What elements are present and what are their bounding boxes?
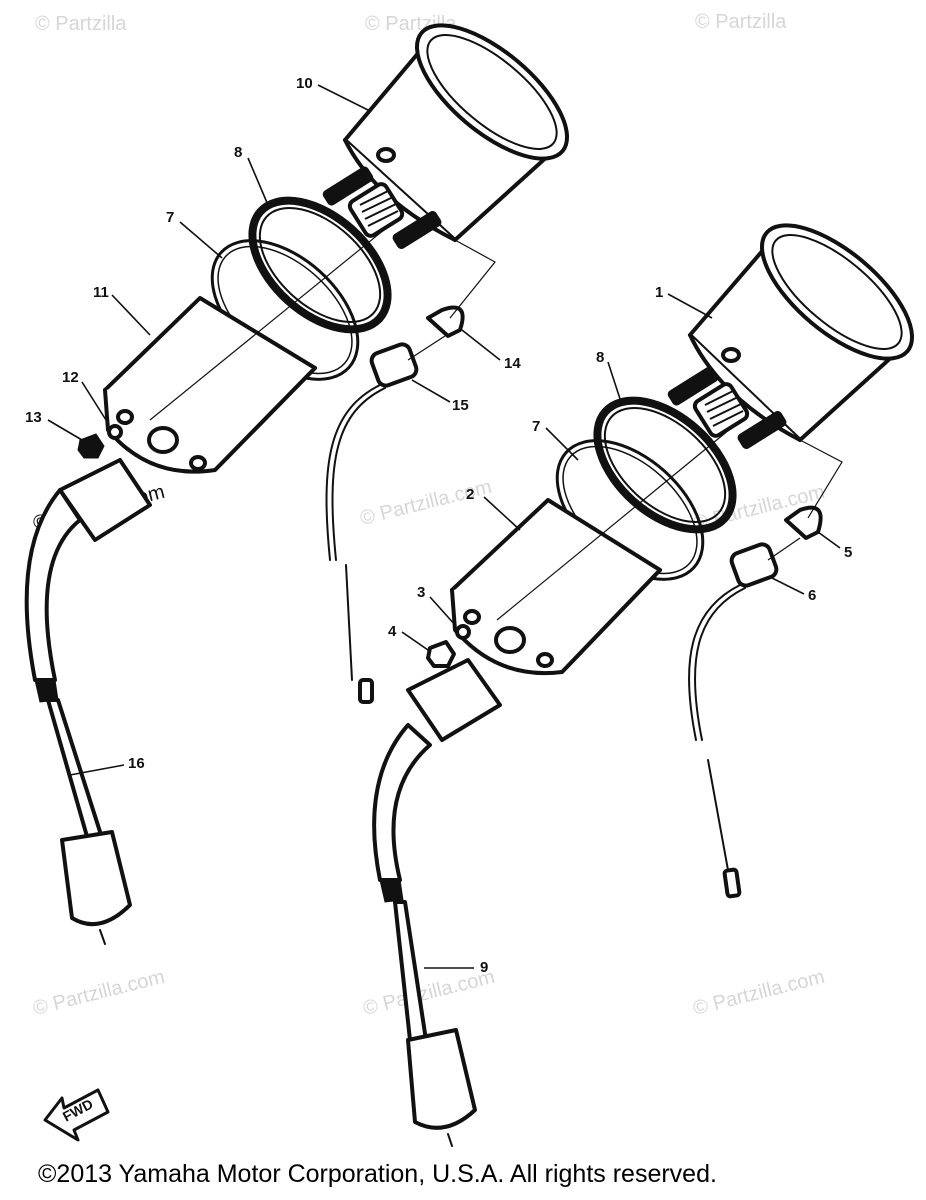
callout-10: 10 <box>296 75 313 92</box>
callout-12: 12 <box>62 369 79 386</box>
watermark: © Partzilla.com <box>361 966 497 1020</box>
bulb-14 <box>426 305 465 338</box>
fwd-arrow: FWD <box>43 1088 110 1142</box>
callout-1: 1 <box>655 284 663 301</box>
washer-3 <box>455 624 471 640</box>
assembly-lines-left <box>149 224 496 421</box>
callout-13: 13 <box>25 409 42 426</box>
callouts: 10 8 7 11 12 13 14 15 16 1 8 7 2 3 4 5 6 <box>25 75 852 976</box>
callout-4: 4 <box>388 623 397 640</box>
meter-head-10 <box>322 23 570 250</box>
assembly-lines-right <box>496 424 843 621</box>
nut-13 <box>77 433 105 459</box>
callout-8-left: 8 <box>234 144 242 161</box>
callout-9: 9 <box>480 959 488 976</box>
callout-7-right: 7 <box>532 418 540 435</box>
callout-11: 11 <box>93 284 109 301</box>
watermark: © Partzilla <box>695 11 787 33</box>
callout-2: 2 <box>466 486 474 503</box>
case-2 <box>450 498 662 676</box>
watermark: © Partzilla <box>35 13 127 35</box>
meter-head-1 <box>667 223 915 450</box>
callout-3: 3 <box>417 584 425 601</box>
socket-15 <box>325 342 419 704</box>
washer-12 <box>107 424 123 440</box>
callout-8-right: 8 <box>596 349 604 366</box>
case-11 <box>103 296 317 474</box>
callout-15: 15 <box>452 397 469 414</box>
callout-6: 6 <box>808 587 816 604</box>
callout-7-left: 7 <box>166 209 174 226</box>
callout-16: 16 <box>128 755 145 772</box>
gasket-8-right <box>593 396 737 534</box>
bulb-5 <box>784 505 823 540</box>
cable-16 <box>24 458 152 945</box>
socket-6 <box>687 542 779 899</box>
copyright-notice: ©2013 Yamaha Motor Corporation, U.S.A. A… <box>38 1160 717 1188</box>
callout-5: 5 <box>844 544 852 561</box>
watermark: © Partzilla.com <box>31 966 167 1020</box>
left-meter-assembly <box>24 23 570 945</box>
cable-9 <box>372 658 502 1147</box>
watermark: © Partzilla.com <box>691 966 827 1020</box>
callout-14: 14 <box>504 355 521 372</box>
nut-4 <box>426 640 456 668</box>
gasket-8-left <box>248 196 392 334</box>
right-meter-assembly <box>372 223 915 1147</box>
